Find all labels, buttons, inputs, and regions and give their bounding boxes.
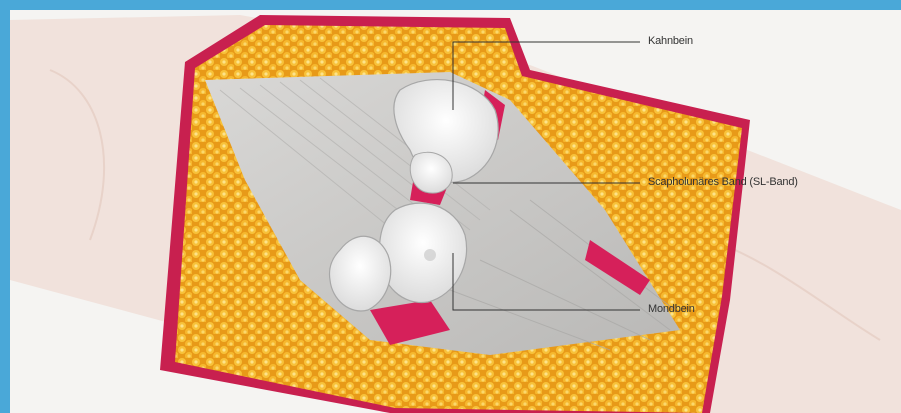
- label-kahnbein: Kahnbein: [648, 35, 693, 47]
- label-sl-band: Scapholunäres Band (SL-Band): [648, 176, 798, 188]
- illustration-canvas: Kahnbein Scapholunäres Band (SL-Band) Mo…: [10, 10, 901, 413]
- wrist-anatomy-illustration: [10, 10, 901, 413]
- label-mondbein: Mondbein: [648, 303, 695, 315]
